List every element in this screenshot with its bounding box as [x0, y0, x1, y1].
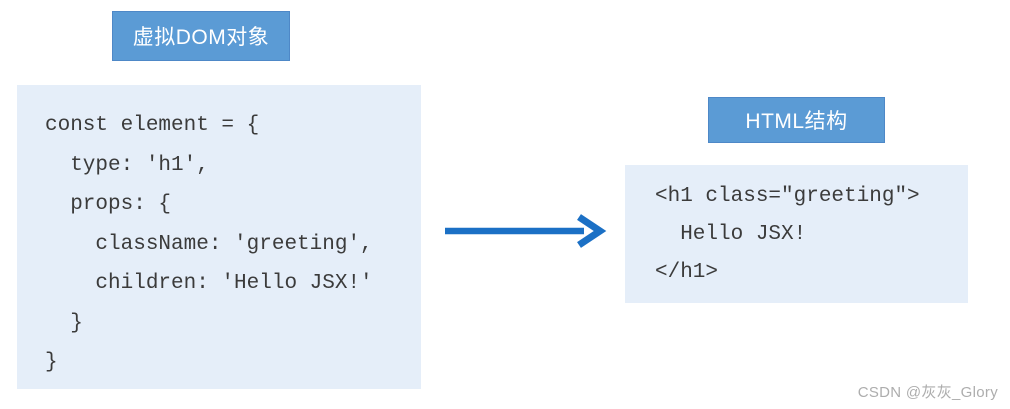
html-structure-label: HTML结构 [708, 97, 885, 143]
watermark: CSDN @灰灰_Glory [857, 384, 998, 401]
code-line: Hello JSX! [655, 223, 807, 246]
arrow-right-icon [445, 214, 607, 248]
virtual-dom-label: 虚拟DOM对象 [112, 11, 290, 61]
code-line: <h1 class="greeting"> [655, 185, 920, 208]
code-line: type: 'h1', [45, 153, 209, 177]
code-line: } [45, 351, 58, 374]
code-line: </h1> [655, 261, 719, 284]
code-line: props: { [45, 193, 172, 216]
html-code-block: <h1 class="greeting"> Hello JSX! </h1> [625, 165, 968, 303]
virtual-dom-code-block: const element = { type: 'h1', props: { c… [17, 85, 421, 389]
code-line: const element = { [45, 114, 260, 137]
code-line: } [45, 311, 83, 335]
code-line: className: 'greeting', [45, 232, 373, 256]
code-line: children: 'Hello JSX!' [45, 272, 373, 295]
transform-arrow [438, 208, 608, 254]
